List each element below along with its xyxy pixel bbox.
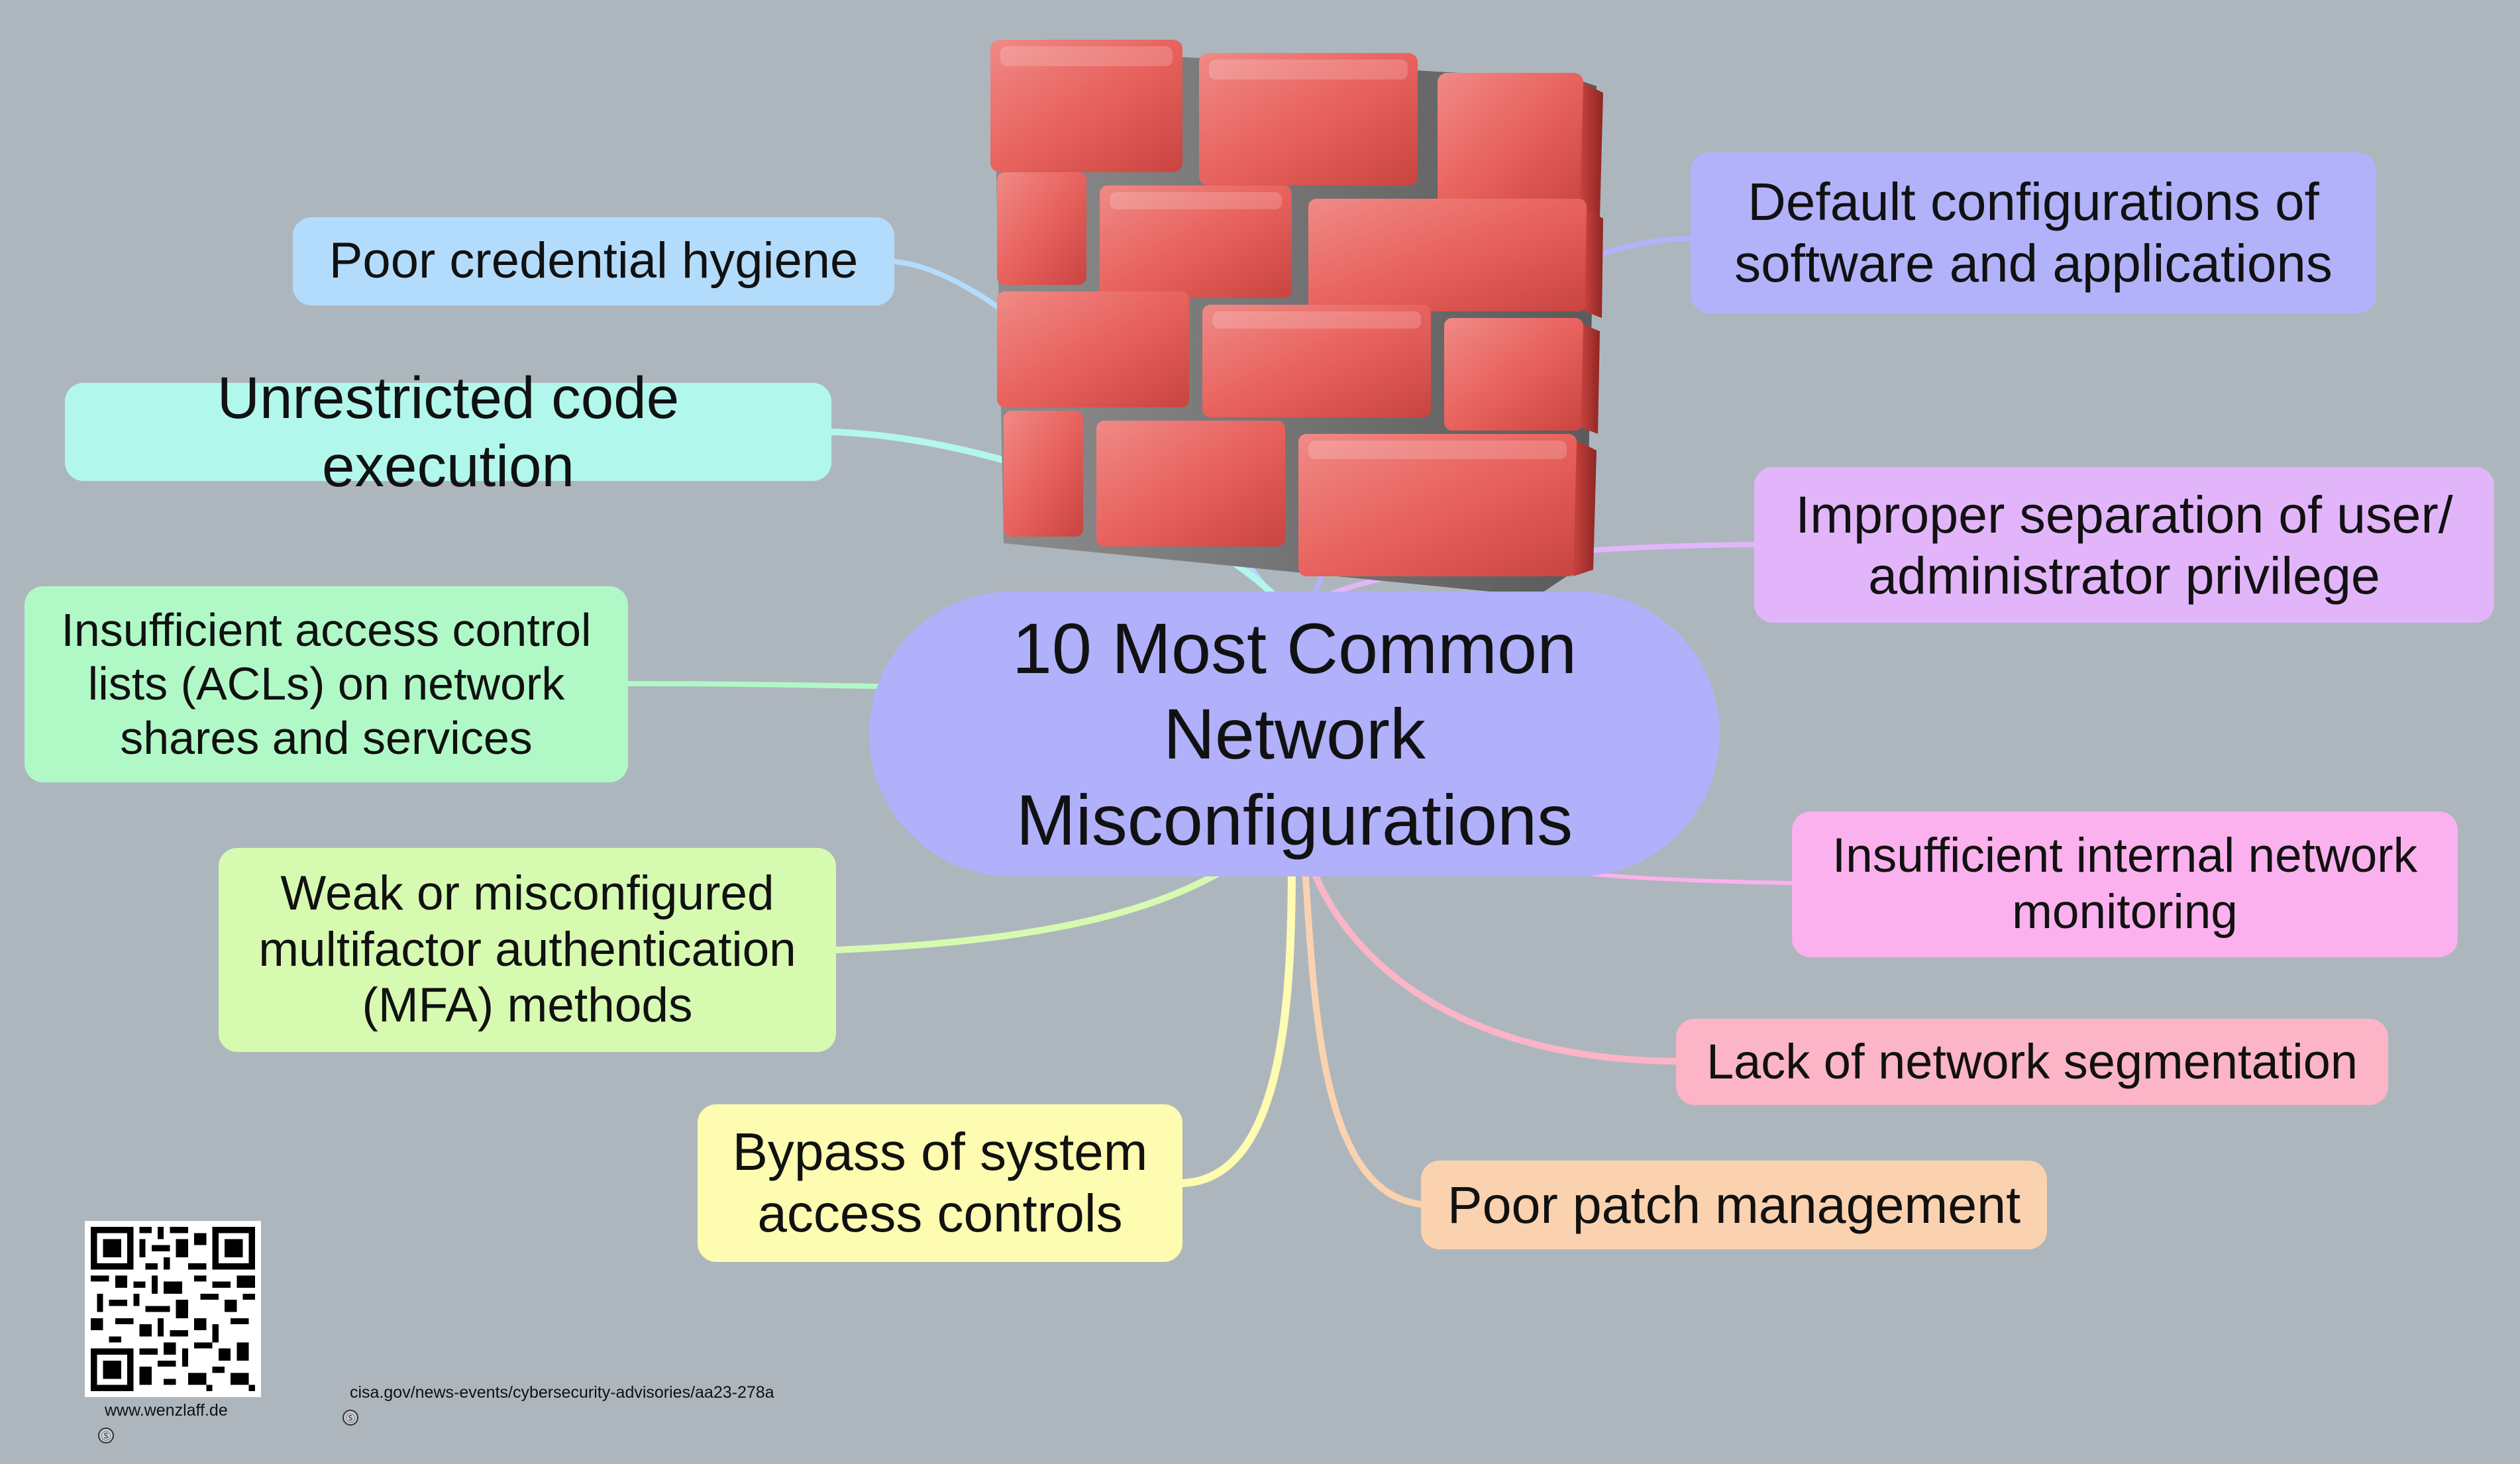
branch-label: Poor patch management [1447, 1175, 2021, 1235]
source-url[interactable]: cisa.gov/news-events/cybersecurity-advis… [350, 1383, 774, 1402]
central-topic: 10 Most Common Network Misconfigurations [869, 592, 1720, 876]
branch-label: Unrestricted code execution [217, 364, 680, 499]
connector-weak-mfa [833, 858, 1242, 953]
branch-improper-privilege-separation: Improper separation of user/ administrat… [1754, 467, 2494, 623]
branch-label: Bypass of system access controls [732, 1122, 1148, 1243]
branch-unrestricted-code-execution: Unrestricted code execution [65, 364, 831, 499]
connector-bypass-access-controls [1179, 857, 1296, 1187]
connector-poor-patch-management [1302, 864, 1424, 1208]
branch-bypass-access-controls: Bypass of system access controls [698, 1104, 1182, 1262]
qr-code-icon[interactable] [85, 1221, 261, 1397]
connector-insufficient-monitoring [1581, 871, 1794, 885]
central-topic-label: 10 Most Common Network Misconfigurations [1012, 607, 1577, 860]
connector-lack-network-segmentation [1312, 871, 1679, 1065]
branch-poor-patch-management: Poor patch management [1421, 1161, 2047, 1249]
branch-lack-network-segmentation: Lack of network segmentation [1676, 1019, 2388, 1105]
connector-insufficient-acls [625, 681, 884, 689]
brick-firewall-icon [990, 40, 1603, 596]
cc-license-icon: Ⓢ [98, 1428, 114, 1443]
branch-label: Weak or misconfigured multifactor authen… [258, 866, 796, 1033]
branch-label: Insufficient access control lists (ACLs)… [61, 604, 592, 764]
branch-insufficient-monitoring: Insufficient internal network monitoring [1792, 811, 2458, 957]
branch-insufficient-acls: Insufficient access control lists (ACLs)… [25, 586, 628, 782]
website-link[interactable]: www.wenzlaff.de [105, 1401, 228, 1420]
branch-poor-credential-hygiene: Poor credential hygiene [293, 217, 894, 305]
branch-weak-mfa: Weak or misconfigured multifactor authen… [219, 848, 836, 1052]
cc-license-icon: Ⓢ [342, 1410, 358, 1426]
branch-default-configurations: Default configurations of software and a… [1691, 152, 2376, 313]
branch-label: Insufficient internal network monitoring [1832, 829, 2418, 939]
branch-label: Default configurations of software and a… [1734, 172, 2333, 293]
branch-label: Lack of network segmentation [1706, 1034, 2358, 1090]
branch-label: Improper separation of user/ administrat… [1795, 484, 2453, 605]
branch-label: Poor credential hygiene [329, 233, 859, 289]
